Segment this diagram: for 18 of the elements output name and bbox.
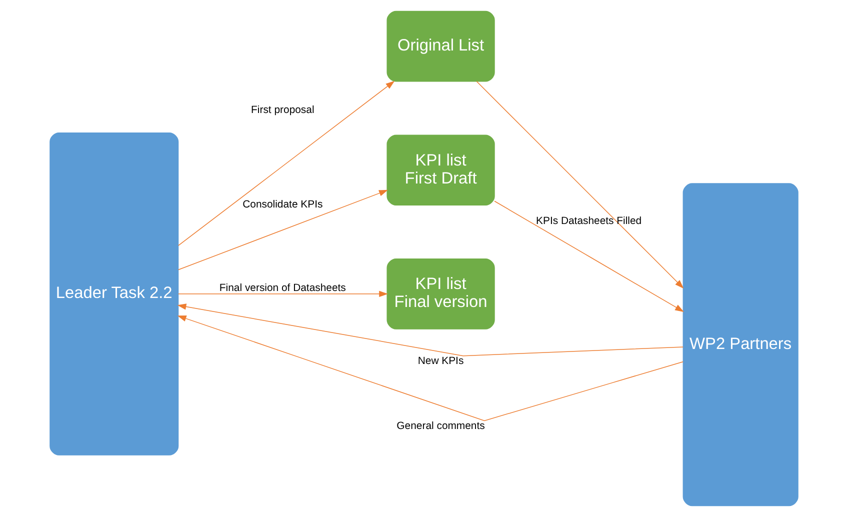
edge-label: New KPIs bbox=[417, 356, 464, 368]
edge-label: General comments bbox=[396, 421, 484, 432]
arrow bbox=[176, 316, 683, 422]
node-box: Leader Task 2.2 bbox=[49, 132, 178, 456]
node-box: KPI list First Draft bbox=[386, 134, 494, 206]
edge-label: First proposal bbox=[250, 104, 314, 116]
arrow bbox=[494, 200, 684, 312]
edge-label: Final version of Datasheets bbox=[218, 283, 346, 294]
node-box: WP2 Partners bbox=[682, 183, 798, 506]
arrow bbox=[476, 81, 684, 289]
arrow bbox=[176, 304, 683, 356]
arrow bbox=[177, 290, 388, 298]
arrow bbox=[177, 80, 394, 246]
edge-label: KPIs Datasheets Filled bbox=[536, 216, 642, 227]
edge-label: Consolidate KPIs bbox=[242, 200, 322, 211]
node-box: KPI list Final version bbox=[386, 258, 494, 330]
arrow bbox=[177, 190, 388, 270]
node-box: Original List bbox=[386, 10, 494, 82]
